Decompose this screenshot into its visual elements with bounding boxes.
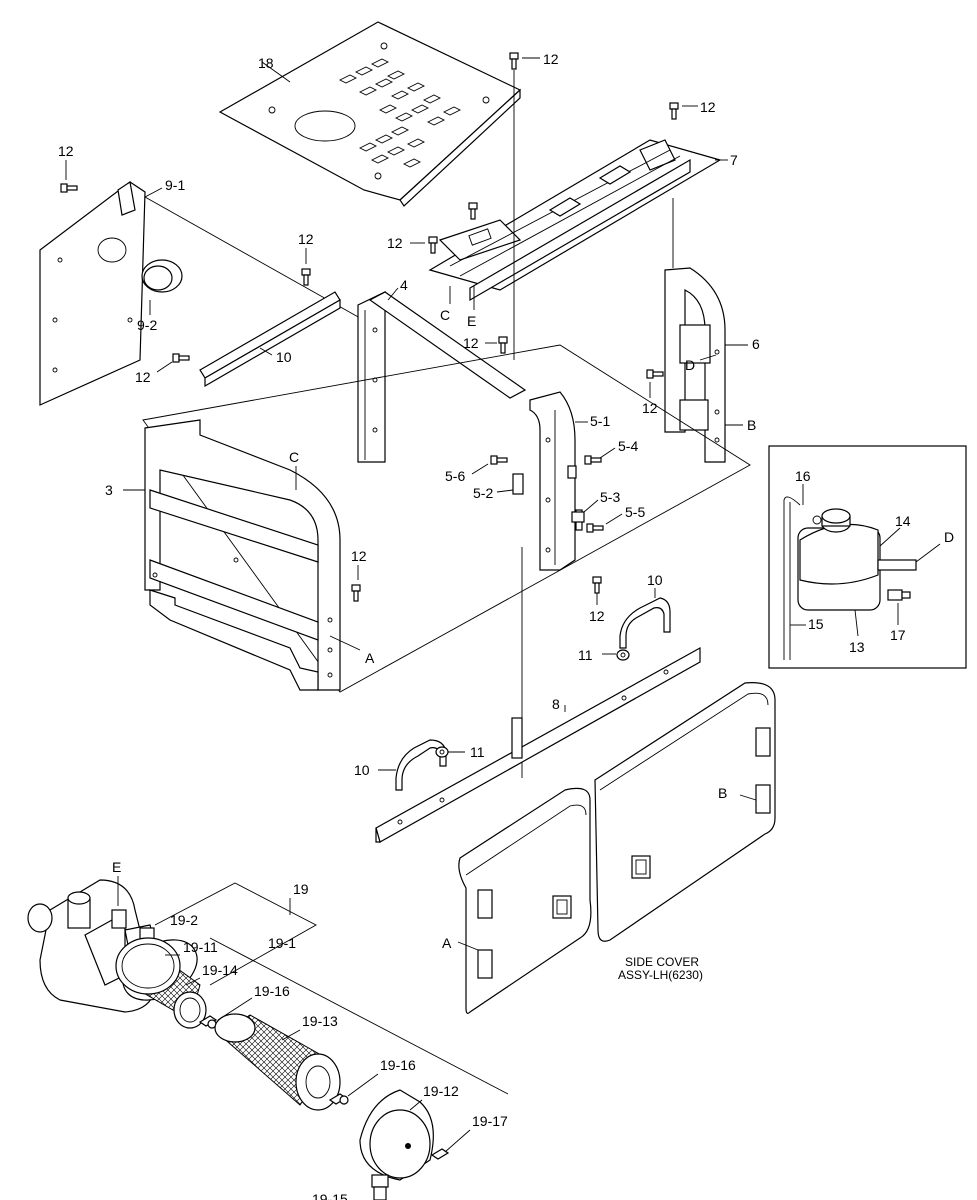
label-18: 18 <box>258 55 274 71</box>
label-19-12: 19-12 <box>423 1083 459 1099</box>
handle-10-left <box>395 739 447 791</box>
lower-rail-8 <box>375 646 701 843</box>
bolt-e-mount <box>468 202 478 220</box>
top-rail-bracket <box>428 139 722 302</box>
label-11-right: 11 <box>578 647 593 663</box>
bolt-12-frame4 <box>498 336 508 354</box>
inner-element-19-13 <box>214 1013 341 1111</box>
bolt-12-frame3 <box>351 584 361 602</box>
side-cover-title-line2: ASSY-LH(6230) <box>618 968 703 982</box>
label-16: 16 <box>795 468 811 484</box>
clamp-19-11 <box>115 937 181 995</box>
label-10-left: 10 <box>354 762 370 778</box>
bolt-5-6 <box>490 455 508 465</box>
label-ref-c-frame: C <box>289 449 299 465</box>
label-19-2: 19-2 <box>170 912 198 928</box>
end-cap-19-12 <box>359 1089 434 1200</box>
bolt-12-top <box>509 52 519 70</box>
frame-member-4 <box>357 291 527 463</box>
label-13: 13 <box>849 639 865 655</box>
label-5-1: 5-1 <box>590 413 610 429</box>
label-9-2: 9-2 <box>137 317 157 333</box>
label-ref-b-cover: B <box>718 785 727 801</box>
label-19-1: 19-1 <box>268 935 296 951</box>
label-9-1: 9-1 <box>165 177 185 193</box>
bolt-12-center <box>592 576 602 594</box>
label-ref-b-frame: B <box>747 417 756 433</box>
label-12-frame6: 12 <box>642 400 658 416</box>
label-14: 14 <box>895 513 911 529</box>
label-12-lower-rail: 12 <box>135 369 151 385</box>
bolt-12-lower-rail <box>172 353 190 363</box>
label-19-14: 19-14 <box>202 962 238 978</box>
bolt-12-rail <box>301 268 311 286</box>
support-rail-upper <box>199 291 341 388</box>
main-frame <box>142 344 751 693</box>
label-5-3: 5-3 <box>600 489 620 505</box>
label-ref-e-cleaner: E <box>112 859 121 875</box>
label-12-frame4: 12 <box>463 335 479 351</box>
label-ref-d-inset: D <box>944 529 954 545</box>
center-post-bracket <box>529 391 583 571</box>
label-12-panel: 12 <box>58 143 74 159</box>
label-5-5: 5-5 <box>625 504 645 520</box>
bolt-12-panel <box>60 183 78 193</box>
label-19-16-a: 19-16 <box>254 983 290 999</box>
side-cover-assembly <box>458 682 776 1014</box>
grommet-11-right <box>616 649 630 661</box>
bolt-12-mount <box>428 236 438 254</box>
label-5-6: 5-6 <box>445 468 465 484</box>
vent-louver-grid <box>338 58 462 168</box>
label-ref-d-frame: D <box>685 357 695 373</box>
label-5-4: 5-4 <box>618 438 638 454</box>
label-10-upper: 10 <box>276 349 292 365</box>
label-12-bracket: 12 <box>700 99 716 115</box>
label-ref-a-cover: A <box>442 935 452 951</box>
rubber-ring <box>141 259 183 293</box>
label-12-center: 12 <box>589 608 605 624</box>
label-8: 8 <box>552 696 560 712</box>
label-11-left: 11 <box>470 744 485 760</box>
clip-5-3 <box>571 511 585 523</box>
label-19-15: 19-15 <box>312 1191 348 1200</box>
label-ref-e-bracket: E <box>467 313 476 329</box>
label-19-17: 19-17 <box>472 1113 508 1129</box>
label-12-frame3: 12 <box>351 548 367 564</box>
label-17: 17 <box>890 627 906 643</box>
label-3: 3 <box>105 482 113 498</box>
label-4: 4 <box>400 277 408 293</box>
bolt-5-4 <box>584 455 602 465</box>
top-cover-plate <box>218 21 522 207</box>
side-cover-title-line1: SIDE COVER <box>625 955 699 969</box>
clip-5-2 <box>512 473 524 495</box>
label-12-rail: 12 <box>298 231 314 247</box>
label-ref-a-frame: A <box>365 650 375 666</box>
wing-nut-19-16-b <box>328 1093 349 1105</box>
wing-nut-19-17 <box>430 1148 450 1160</box>
label-6: 6 <box>752 336 760 352</box>
label-12-mount: 12 <box>387 235 403 251</box>
label-10-right: 10 <box>647 572 663 588</box>
frame-member-6 <box>664 267 726 463</box>
label-ref-c-bracket: C <box>440 307 450 323</box>
grommet-11-left <box>435 746 449 758</box>
bolt-12-frame6 <box>646 369 664 379</box>
reserve-tank-inset <box>768 445 967 669</box>
label-15: 15 <box>808 616 824 632</box>
label-19-11: 19-11 <box>183 939 218 955</box>
label-19: 19 <box>293 881 309 897</box>
bolt-12-bracket <box>669 102 679 120</box>
bolt-5-5 <box>586 523 604 533</box>
handle-10-right <box>619 597 671 649</box>
label-12-top: 12 <box>543 51 559 67</box>
label-5-2: 5-2 <box>473 485 493 501</box>
label-19-16-b: 19-16 <box>380 1057 416 1073</box>
label-19-13: 19-13 <box>302 1013 338 1029</box>
label-7: 7 <box>730 152 738 168</box>
left-side-panel <box>39 180 146 406</box>
